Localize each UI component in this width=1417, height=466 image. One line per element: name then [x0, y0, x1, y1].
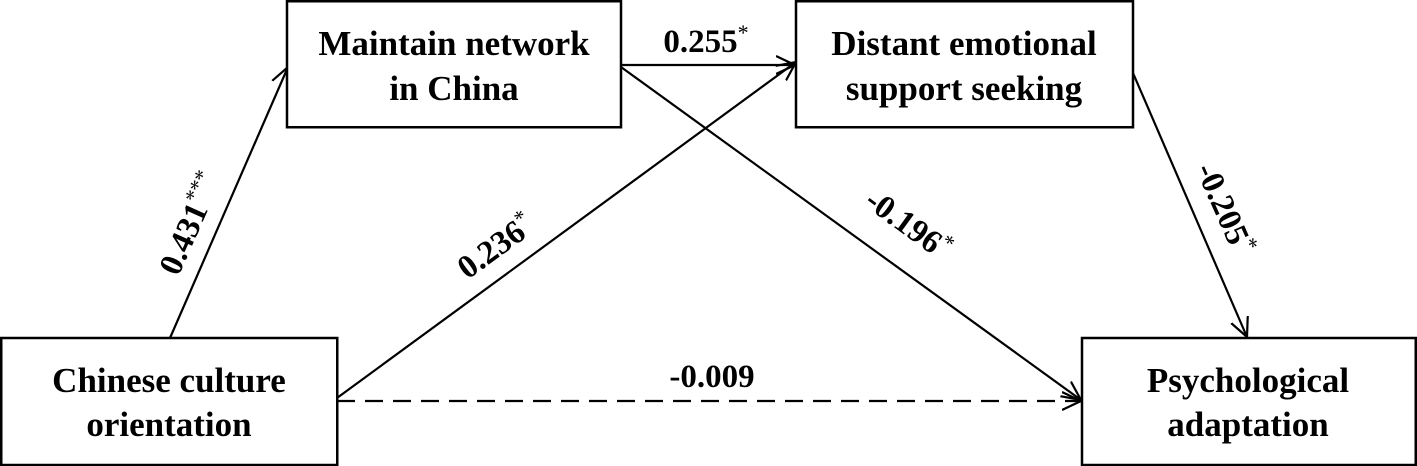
- node-label-line1: Distant emotional: [831, 24, 1097, 63]
- node-label-line2: orientation: [86, 405, 251, 444]
- node-maintain-network: Maintain network in China: [285, 0, 623, 129]
- path-network-to-adaptation: [620, 66, 1081, 400]
- node-psychological-adaptation: Psychological adaptation: [1080, 336, 1417, 466]
- path-culture-to-network: [168, 67, 288, 339]
- coef-culture-to-network: 0.431***: [149, 166, 229, 280]
- node-label-line2: in China: [389, 69, 518, 108]
- coef-culture-to-adaptation: -0.009: [669, 359, 754, 395]
- node-label-line2: support seeking: [846, 69, 1083, 108]
- node-chinese-culture-orientation: Chinese culture orientation: [0, 336, 339, 466]
- node-distant-emotional-support: Distant emotional support seeking: [794, 0, 1135, 129]
- path-support-to-adaptation: [1131, 72, 1247, 337]
- node-label-line1: Chinese culture: [52, 361, 286, 400]
- node-label-line1: Maintain network: [318, 24, 590, 63]
- node-label-line2: adaptation: [1167, 405, 1328, 444]
- coef-network-to-adaptation: -0.196*: [858, 179, 959, 268]
- path-culture-to-support: [336, 62, 796, 399]
- coef-network-to-support: 0.255*: [663, 20, 748, 60]
- coef-culture-to-support: 0.236*: [449, 204, 541, 286]
- coef-support-to-adaptation: -0.205*: [1188, 156, 1264, 260]
- node-label-line1: Psychological: [1147, 361, 1349, 400]
